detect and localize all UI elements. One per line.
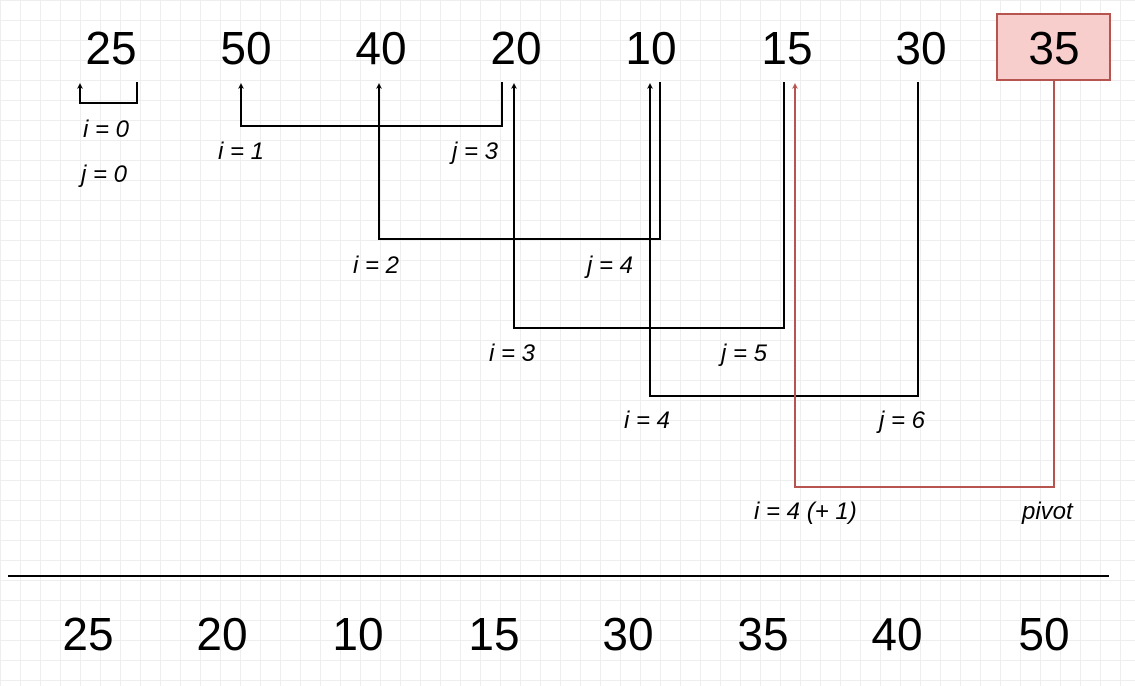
bottom-value-0: 25 xyxy=(62,608,113,660)
bottom-value-3: 15 xyxy=(468,608,519,660)
bottom-value-6: 40 xyxy=(871,608,922,660)
top-value-3: 20 xyxy=(490,22,541,74)
bottom-value-1: 20 xyxy=(196,608,247,660)
swap-arrow-i2-j4 xyxy=(376,82,661,240)
label-i-final: i = 4 (+ 1) xyxy=(754,498,857,525)
swap-arrow-i0-j0 xyxy=(77,82,138,104)
top-value-7: 35 xyxy=(1028,22,1079,74)
bottom-value-5: 35 xyxy=(737,608,788,660)
bottom-value-4: 30 xyxy=(602,608,653,660)
top-value-5: 15 xyxy=(761,22,812,74)
label-i0: i = 0 xyxy=(83,116,130,143)
top-value-1: 50 xyxy=(220,22,271,74)
label-i4: i = 4 xyxy=(624,407,670,434)
swap-arrow-i1-j3 xyxy=(238,82,503,127)
label-i3: i = 3 xyxy=(489,340,536,367)
label-j5: j = 5 xyxy=(718,340,768,367)
top-value-4: 10 xyxy=(625,22,676,74)
bottom-value-2: 10 xyxy=(332,608,383,660)
label-j3: j = 3 xyxy=(449,138,499,165)
pivot-swap-arrow xyxy=(792,81,1055,488)
label-j0: j = 0 xyxy=(78,161,128,188)
label-j4: j = 4 xyxy=(584,252,633,279)
label-j6: j = 6 xyxy=(876,407,926,434)
label-i2: i = 2 xyxy=(353,252,399,279)
bottom-value-7: 50 xyxy=(1018,608,1069,660)
top-value-2: 40 xyxy=(355,22,406,74)
pivot-highlight-box xyxy=(996,13,1111,81)
top-value-6: 30 xyxy=(895,22,946,74)
top-value-0: 25 xyxy=(85,22,136,74)
swap-arrow-i4-j6 xyxy=(647,82,919,397)
label-i1: i = 1 xyxy=(218,138,264,165)
label-pivot: pivot xyxy=(1021,498,1074,525)
